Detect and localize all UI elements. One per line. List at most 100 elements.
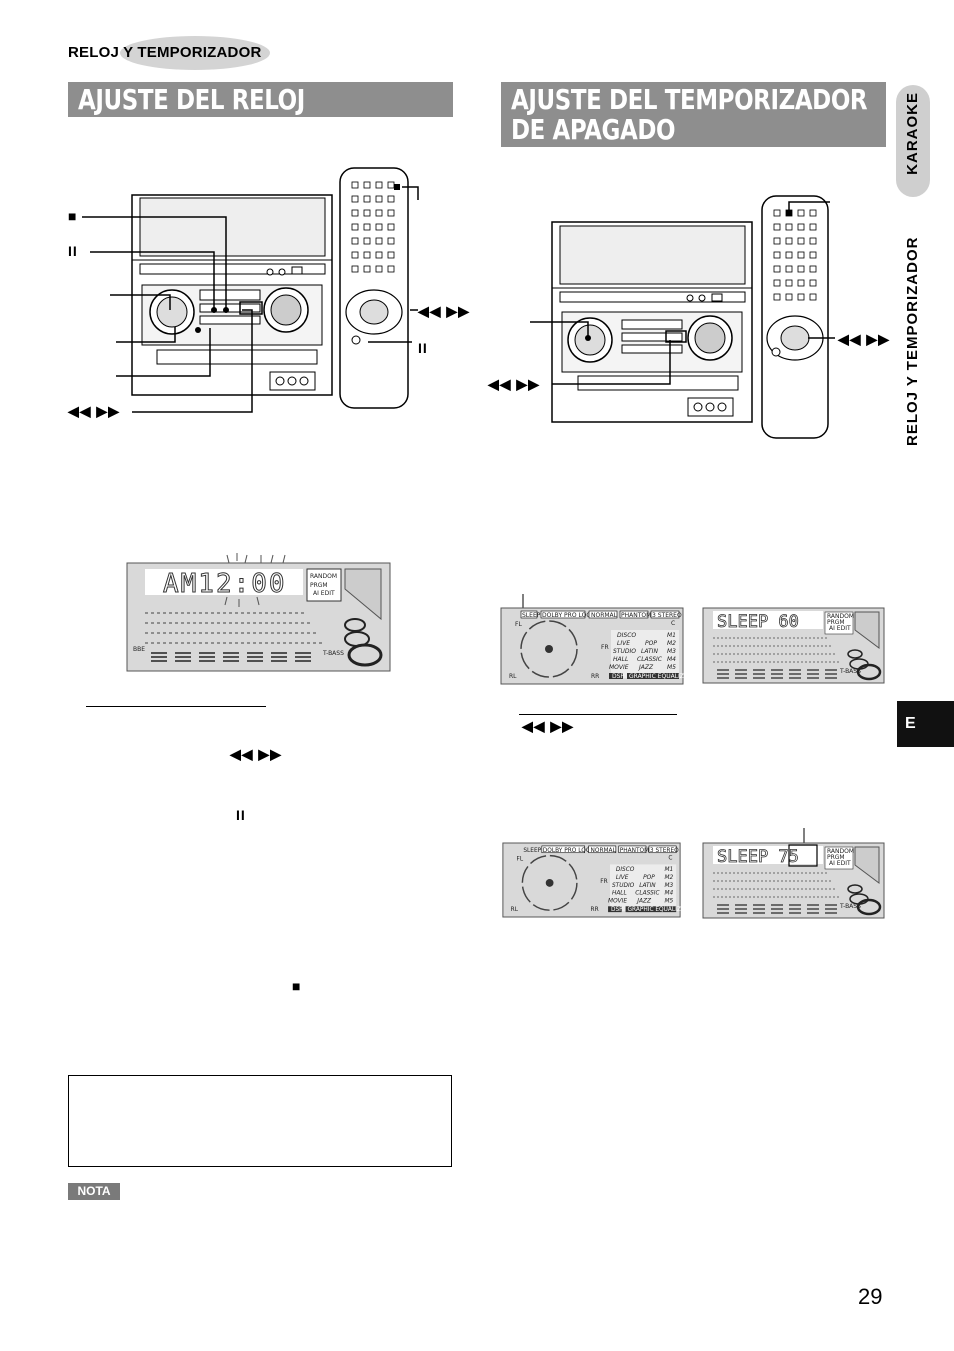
sleep75-prgm: PRGM (827, 854, 845, 861)
mem-1-1: M1 (667, 632, 676, 639)
timer-title-bar: AJUSTE DEL TEMPORIZADOR DE APAGADO (501, 82, 886, 147)
clock-lcd-random: RANDOM (310, 573, 337, 580)
skip-callout-right: ◀◀ ▶▶ (488, 376, 540, 392)
sleep60-prgm: PRGM (827, 619, 845, 626)
mode-disco-2: DISCO (616, 867, 635, 873)
mem-3-2: M3 (665, 883, 674, 889)
sleep60-random: RANDOM (827, 613, 854, 620)
mode-live-2: LIVE (616, 875, 629, 881)
mem-4-1: M4 (667, 656, 676, 663)
clock-lcd-time: AM12:00 (163, 569, 287, 599)
skip-inline-icons-right: ◀◀ ▶▶ (522, 718, 574, 734)
sleep75-random: RANDOM (827, 848, 854, 855)
sleep75-ai-edit: AI EDIT (829, 860, 851, 867)
stereo-illustration-right (530, 195, 835, 439)
eq-jazz-1: JAZZ (638, 664, 654, 671)
normal-badge-2: NORMAL (591, 848, 617, 854)
mem-4-2: M4 (665, 891, 674, 897)
skip-inline-icons: ◀◀ ▶▶ (230, 746, 282, 762)
sound-field-lcd-2: SLEEP DOLBY PRO LOGIC NORMAL PHANTOM 3 S… (502, 842, 689, 918)
nota-label: NOTA (68, 1183, 120, 1200)
eq-latin-1: LATIN (641, 648, 658, 655)
fl-label-1: FL (515, 621, 522, 628)
language-tab: E (897, 701, 954, 747)
pause-inline-icon: II (236, 807, 246, 823)
normal-badge-1: NORMAL (591, 612, 618, 619)
mem-3-1: M3 (667, 648, 676, 655)
stereo-badge-1: 3 STEREO (652, 612, 682, 619)
mode-studio-2: STUDIO (612, 883, 635, 889)
dolby-badge-1: DOLBY PRO LOGIC (542, 612, 597, 619)
mode-movie-1: MOVIE (609, 664, 629, 671)
sleep-badge-1: SLEEP (522, 612, 541, 619)
stop-inline-icon: ■ (292, 978, 302, 994)
karaoke-tab: KARAOKE (904, 92, 921, 175)
skip-callout-left: ◀◀ ▶▶ (68, 403, 120, 419)
clock-lcd-bbe: BBE (133, 646, 145, 653)
stereo-illustration-left (82, 167, 419, 413)
center-label-2: C (668, 856, 672, 862)
divider-left (86, 706, 266, 707)
clock-title-bar: AJUSTE DEL RELOJ (68, 82, 453, 117)
fr-label-1: FR (601, 644, 609, 651)
skip-callout-remote-right: ◀◀ ▶▶ (838, 331, 890, 347)
rr-label-2: RR (591, 907, 599, 913)
sleep75-tbass: T-BASS (839, 903, 861, 910)
page-number: 29 (858, 1284, 883, 1309)
clock-lcd-tbass: T-BASS (322, 650, 344, 657)
clock-lcd-prgm: PRGM (310, 582, 328, 589)
clock-timer-tab: RELOJ Y TEMPORIZADOR (904, 236, 921, 446)
pause-callout-left: II (68, 243, 78, 259)
timer-title-line1: AJUSTE DEL TEMPORIZADOR (511, 83, 868, 116)
sleep-60-lcd: SLEEP 60 RANDOM PRGM AI EDIT T-BASS (702, 607, 885, 684)
pause-callout-remote: II (418, 340, 428, 356)
geq-label-1: GRAPHIC EQUALIZER (629, 673, 692, 680)
mem-5-1: M5 (667, 664, 676, 671)
phantom-badge-2: PHANTOM (620, 848, 649, 854)
section-header: RELOJ Y TEMPORIZADOR (68, 44, 262, 61)
skip-callout-remote: ◀◀ ▶▶ (418, 303, 470, 319)
mem-2-2: M2 (665, 875, 674, 881)
center-label-1: C (671, 620, 675, 627)
fl-label-2: FL (517, 857, 524, 863)
clock-title: AJUSTE DEL RELOJ (78, 83, 305, 116)
eq-pop-1: POP (645, 640, 657, 647)
dsp-label-1: DSP (612, 673, 624, 680)
eq-latin-2: LATIN (639, 883, 656, 889)
timer-title-line2: DE APAGADO (511, 113, 676, 146)
stop-callout-left: ■ (68, 208, 78, 224)
rr-label-1: RR (591, 673, 599, 680)
divider-right (519, 714, 677, 715)
mode-hall-1: HALL (613, 656, 628, 663)
sleep-60-text: SLEEP 60 (717, 612, 799, 632)
sleep-75-text: SLEEP 75 (717, 847, 799, 867)
sleep60-ai-edit: AI EDIT (829, 625, 851, 632)
fr-label-2: FR (600, 879, 607, 885)
eq-classic-2: CLASSIC (635, 891, 660, 897)
rl-label-2: RL (511, 907, 519, 913)
clock-lcd-ai-edit: AI EDIT (313, 590, 335, 597)
mode-hall-2: HALL (612, 891, 627, 897)
rl-label-1: RL (509, 673, 517, 680)
geq-label-2: GRAPHIC EQUALIZER (628, 907, 689, 913)
eq-pop-2: POP (643, 875, 655, 881)
mem-1-2: M1 (665, 867, 674, 873)
sleep60-tbass: T-BASS (839, 668, 861, 675)
dolby-badge-2: DOLBY PRO LOGIC (543, 848, 596, 854)
eq-jazz-2: JAZZ (636, 898, 652, 904)
stereo-badge-2: 3 STEREO (650, 848, 679, 854)
section-oval-decoration (120, 36, 270, 70)
karaoke-tab-bg (896, 85, 930, 197)
note-box (68, 1075, 452, 1167)
mem-2-1: M2 (667, 640, 676, 647)
mode-movie-2: MOVIE (608, 898, 627, 904)
sleep-75-lcd: SLEEP 75 RANDOM PRGM AI EDIT T-BASS (702, 828, 885, 919)
mem-5-2: M5 (665, 898, 674, 904)
sound-field-lcd-1: SLEEP DOLBY PRO LOGIC NORMAL PHANTOM 3 S… (500, 594, 692, 685)
sleep-badge-2: SLEEP (523, 848, 541, 854)
clock-lcd-display: AM12:00 RANDOM PRGM AI EDIT BBE T-BASS (126, 553, 391, 672)
mode-studio-1: STUDIO (613, 648, 636, 655)
dsp-label-2: DSP (611, 907, 623, 913)
mode-disco-1: DISCO (617, 632, 636, 639)
phantom-badge-1: PHANTOM (621, 612, 651, 619)
